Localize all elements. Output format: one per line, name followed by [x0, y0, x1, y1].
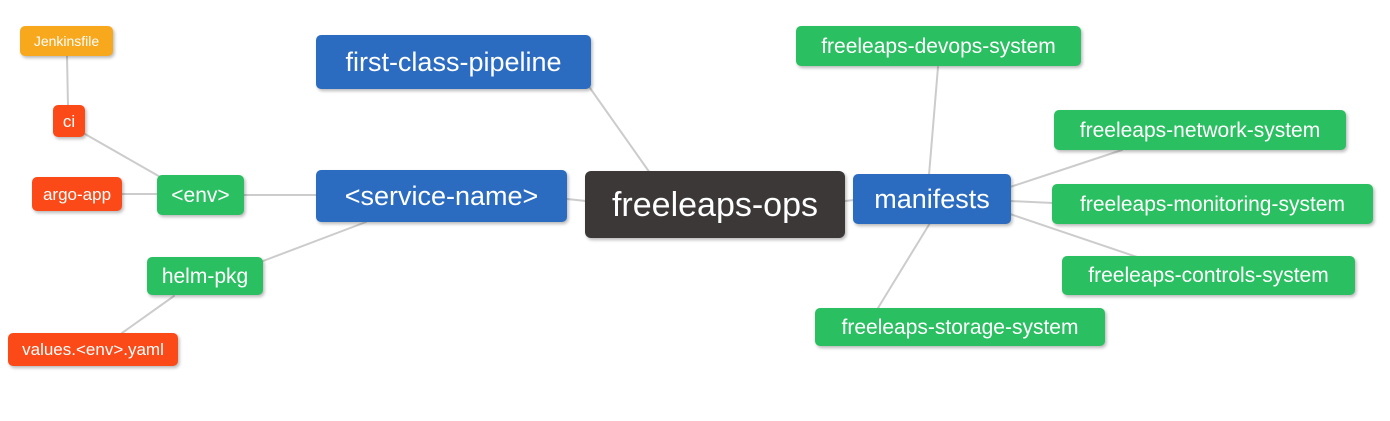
- edge-jenkinsfile-to-ci: [66, 55, 69, 107]
- node-service-name[interactable]: <service-name>: [316, 170, 567, 222]
- node-label-freeleaps-devops-system: freeleaps-devops-system: [821, 34, 1056, 58]
- node-freeleaps-ops[interactable]: freeleaps-ops: [585, 171, 845, 238]
- node-freeleaps-devops-system[interactable]: freeleaps-devops-system: [796, 26, 1081, 66]
- node-freeleaps-controls-system[interactable]: freeleaps-controls-system: [1062, 256, 1355, 295]
- node-freeleaps-storage-system[interactable]: freeleaps-storage-system: [815, 308, 1105, 346]
- edge-freeleaps-ops-to-manifests: [844, 199, 855, 202]
- node-ci[interactable]: ci: [53, 105, 85, 137]
- node-label-argo-app: argo-app: [42, 184, 112, 204]
- node-helm-pkg[interactable]: helm-pkg: [147, 257, 263, 295]
- edge-service-name-to-freeleaps-ops: [566, 198, 587, 202]
- edge-manifests-to-freeleaps-network-system: [1009, 149, 1123, 188]
- node-label-values-env-yaml: values.<env>.yaml: [22, 340, 164, 359]
- edge-first-class-pipeline-to-freeleaps-ops: [589, 87, 651, 174]
- node-label-freeleaps-network-system: freeleaps-network-system: [1079, 118, 1321, 142]
- node-label-freeleaps-ops: freeleaps-ops: [611, 185, 818, 224]
- edge-manifests-to-freeleaps-storage-system: [877, 222, 931, 309]
- node-first-class-pipeline[interactable]: first-class-pipeline: [316, 35, 591, 89]
- edge-manifests-to-freeleaps-devops-system: [928, 66, 939, 176]
- node-label-freeleaps-controls-system: freeleaps-controls-system: [1088, 264, 1329, 287]
- node-label-service-name: <service-name>: [344, 180, 539, 211]
- node-env[interactable]: <env>: [157, 175, 244, 215]
- node-label-freeleaps-storage-system: freeleaps-storage-system: [841, 315, 1079, 339]
- node-label-env: <env>: [171, 183, 230, 207]
- node-label-manifests: manifests: [874, 183, 990, 214]
- node-values-env-yaml[interactable]: values.<env>.yaml: [8, 333, 178, 366]
- edge-manifests-to-freeleaps-monitoring-system: [1009, 200, 1054, 204]
- node-label-helm-pkg: helm-pkg: [161, 264, 249, 288]
- edge-helm-pkg-to-service-name: [262, 221, 367, 262]
- edge-manifests-to-freeleaps-controls-system: [1009, 213, 1138, 258]
- node-jenkinsfile[interactable]: Jenkinsfile: [20, 26, 113, 56]
- node-label-jenkinsfile: Jenkinsfile: [33, 33, 100, 49]
- node-label-first-class-pipeline: first-class-pipeline: [345, 46, 562, 77]
- node-freeleaps-monitoring-system[interactable]: freeleaps-monitoring-system: [1052, 184, 1373, 224]
- node-label-freeleaps-monitoring-system: freeleaps-monitoring-system: [1080, 192, 1345, 216]
- edge-values-env-yaml-to-helm-pkg: [121, 295, 175, 334]
- node-freeleaps-network-system[interactable]: freeleaps-network-system: [1054, 110, 1346, 150]
- node-manifests[interactable]: manifests: [853, 174, 1011, 224]
- node-argo-app[interactable]: argo-app: [32, 177, 122, 211]
- node-label-ci: ci: [62, 111, 76, 131]
- edge-ci-to-env: [84, 133, 163, 179]
